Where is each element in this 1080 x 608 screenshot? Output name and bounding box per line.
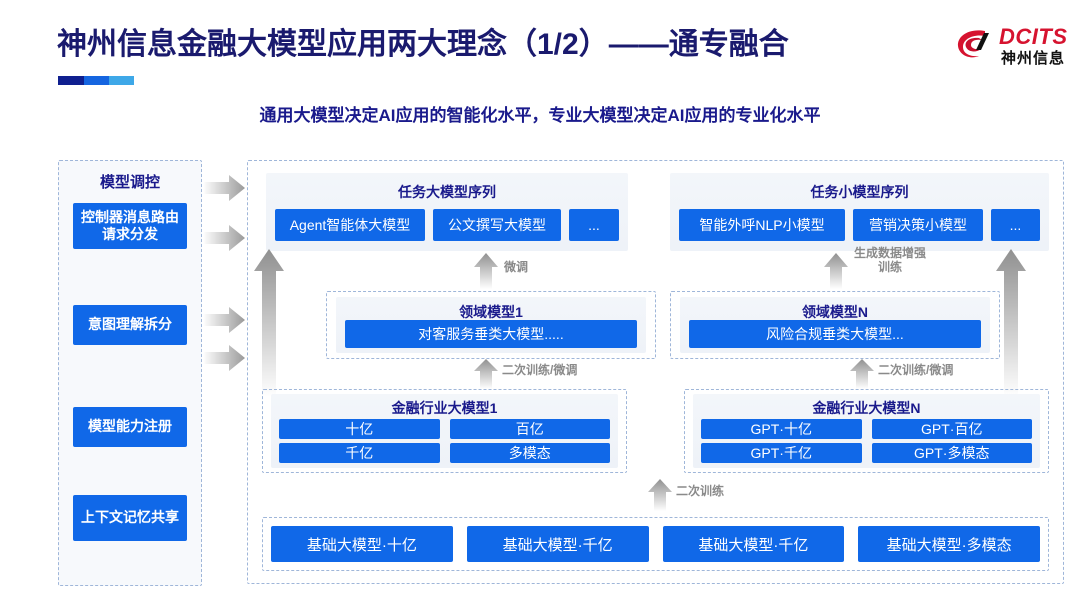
sidebar-item-context-memory[interactable]: 上下文记忆共享: [73, 495, 187, 541]
flow-arrow-up-icon-finetune: [474, 253, 498, 289]
chip-fin1-billion[interactable]: 十亿: [279, 419, 440, 439]
domain-model-1-box: 领域模型1 对客服务垂类大模型.....: [326, 291, 656, 359]
chip-risk-compliance-vertical-model[interactable]: 风险合规垂类大模型...: [689, 320, 981, 348]
flow-arrow-up-icon-retrain-right: [850, 359, 874, 389]
subtitle: 通用大模型决定AI应用的智能化水平，专业大模型决定AI应用的专业化水平: [259, 106, 821, 125]
dcits-logo: DCITS 神州信息: [955, 22, 1073, 72]
flow-arrow-right-icon-4: [203, 345, 245, 371]
chip-outbound-nlp-model[interactable]: 智能外呼NLP小模型: [679, 209, 845, 241]
finance-model-n-title: 金融行业大模型N: [812, 400, 921, 416]
flow-arrow-up-icon-tall-right: [996, 249, 1026, 397]
chip-fin1-ten-billion[interactable]: 百亿: [449, 419, 610, 439]
sidebar-item-intent-parsing[interactable]: 意图理解拆分: [73, 305, 187, 345]
logo-wordmark-en: DCITS: [999, 24, 1068, 49]
chip-base-hundred-billion-a[interactable]: 基础大模型·千亿: [466, 526, 649, 562]
finance-model-n-box: 金融行业大模型N GPT·十亿 GPT·百亿 GPT·千亿 GPT·多模态: [684, 389, 1049, 473]
base-model-box: 基础大模型·十亿 基础大模型·千亿 基础大模型·千亿 基础大模型·多模态: [262, 517, 1049, 571]
chip-fin1-multimodal[interactable]: 多模态: [449, 443, 610, 463]
title-underline-decoration: [58, 76, 134, 85]
finance-model-1-box: 金融行业大模型1 十亿 百亿 千亿 多模态: [262, 389, 627, 473]
chip-finn-gpt-hundred-billion[interactable]: GPT·千亿: [701, 443, 862, 463]
chip-more-big-models[interactable]: ...: [569, 209, 619, 241]
task-small-model-chip-row: 智能外呼NLP小模型 营销决策小模型 ...: [670, 202, 1049, 250]
flow-arrow-right-icon-1: [203, 175, 245, 201]
flow-arrow-up-icon-retrain-left: [474, 359, 498, 389]
task-small-model-panel: 任务小模型序列 智能外呼NLP小模型 营销决策小模型 ...: [670, 173, 1049, 251]
arrow-label-finetune: 微调: [504, 260, 529, 274]
sidebar-item-controller-routing[interactable]: 控制器消息路由请求分发: [73, 203, 187, 249]
domain-model-1-title: 领域模型1: [459, 304, 523, 320]
chip-finn-gpt-multimodal[interactable]: GPT·多模态: [871, 443, 1032, 463]
domain-model-n-box: 领域模型N 风险合规垂类大模型...: [670, 291, 1000, 359]
chip-base-hundred-billion-b[interactable]: 基础大模型·千亿: [662, 526, 845, 562]
task-big-model-panel: 任务大模型序列 Agent智能体大模型 公文撰写大模型 ...: [266, 173, 628, 251]
chip-fin1-hundred-billion[interactable]: 千亿: [279, 443, 440, 463]
arrow-label-retrain-finetune-right: 二次训练/微调: [878, 363, 954, 377]
chip-finn-gpt-billion[interactable]: GPT·十亿: [701, 419, 862, 439]
task-big-model-title: 任务大模型序列: [398, 184, 496, 200]
flow-arrow-up-icon-data-augmentation: [824, 253, 848, 289]
arrow-label-retrain-finetune-left: 二次训练/微调: [502, 363, 578, 377]
domain-model-n-title: 领域模型N: [801, 304, 869, 320]
model-control-panel-title: 模型调控: [99, 174, 160, 191]
flow-arrow-right-icon-3: [203, 307, 245, 333]
arrow-label-data-augmentation: 生成数据增强 训练: [854, 246, 927, 274]
flow-arrow-up-icon-retrain-center: [648, 479, 672, 511]
chip-agent-model[interactable]: Agent智能体大模型: [275, 209, 425, 241]
task-small-model-title: 任务小模型序列: [810, 184, 909, 200]
slide-header: 神州信息金融大模型应用两大理念（1/2）——通专融合 DCITS 神州信息: [0, 0, 1080, 92]
chip-more-small-models[interactable]: ...: [991, 209, 1040, 241]
finance-model-1-inner: 金融行业大模型1 十亿 百亿 千亿 多模态: [271, 394, 618, 468]
flow-arrow-right-icon-2: [203, 225, 245, 251]
chip-base-multimodal[interactable]: 基础大模型·多模态: [858, 526, 1040, 562]
chip-customer-service-vertical-model[interactable]: 对客服务垂类大模型.....: [345, 320, 637, 348]
logo-swirl-icon: [957, 30, 989, 58]
chip-document-writing-model[interactable]: 公文撰写大模型: [433, 209, 561, 241]
chip-base-billion[interactable]: 基础大模型·十亿: [271, 526, 453, 562]
finance-model-n-grid: GPT·十亿 GPT·百亿 GPT·千亿 GPT·多模态: [701, 419, 1032, 463]
logo-wordmark-cn: 神州信息: [1001, 50, 1066, 67]
finance-model-n-inner: 金融行业大模型N GPT·十亿 GPT·百亿 GPT·千亿 GPT·多模态: [693, 394, 1040, 468]
page-title: 神州信息金融大模型应用两大理念（1/2）——通专融合: [57, 28, 789, 61]
domain-model-1-inner: 领域模型1 对客服务垂类大模型.....: [336, 297, 646, 353]
arrow-label-retrain-center: 二次训练: [676, 484, 725, 498]
sidebar-item-capability-registry[interactable]: 模型能力注册: [73, 407, 187, 447]
finance-model-1-grid: 十亿 百亿 千亿 多模态: [279, 419, 610, 463]
chip-finn-gpt-ten-billion[interactable]: GPT·百亿: [871, 419, 1032, 439]
finance-model-1-title: 金融行业大模型1: [391, 400, 498, 416]
architecture-diagram-frame: 任务大模型序列 Agent智能体大模型 公文撰写大模型 ... 任务小模型序列 …: [247, 160, 1064, 584]
domain-model-n-inner: 领域模型N 风险合规垂类大模型...: [680, 297, 990, 353]
flow-arrow-up-icon-tall-left: [254, 249, 284, 397]
chip-marketing-decision-model[interactable]: 营销决策小模型: [853, 209, 983, 241]
base-model-row: 基础大模型·十亿 基础大模型·千亿 基础大模型·千亿 基础大模型·多模态: [271, 526, 1040, 562]
model-control-panel: 模型调控 控制器消息路由请求分发 意图理解拆分 模型能力注册 上下文记忆共享: [58, 160, 202, 586]
task-big-model-chip-row: Agent智能体大模型 公文撰写大模型 ...: [266, 202, 628, 250]
